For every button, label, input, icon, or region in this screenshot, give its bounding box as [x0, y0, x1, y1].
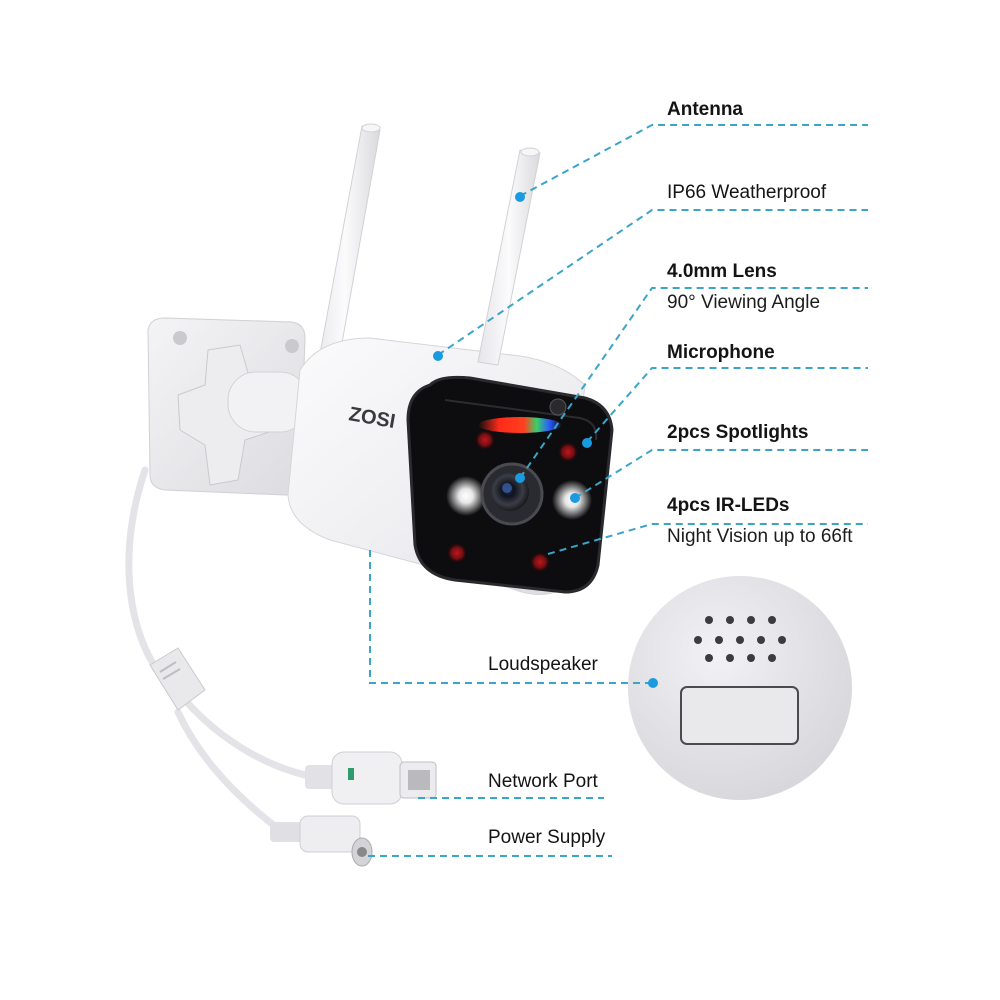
- antenna-right: [477, 147, 541, 366]
- callout-dot-lens: [515, 473, 525, 483]
- callout-dot-antenna: [515, 192, 525, 202]
- callout-dots: [433, 192, 658, 688]
- ir-led: [447, 543, 467, 563]
- label-ir-leds: 4pcs IR-LEDs: [667, 495, 790, 516]
- cable: [125, 466, 324, 834]
- callout-dot-microphone: [582, 438, 592, 448]
- callout-line-antenna: [519, 124, 868, 197]
- label-microphone: Microphone: [667, 342, 775, 363]
- ir-led: [475, 430, 495, 450]
- label-network-port: Network Port: [488, 771, 598, 792]
- callout-line-spotlights: [574, 449, 868, 499]
- microphone-hole: [549, 398, 567, 416]
- callout-dot-weatherproof: [433, 351, 443, 361]
- speaker-panel: [680, 686, 799, 745]
- callout-dot-loudspeaker: [648, 678, 658, 688]
- network-connector: [305, 751, 437, 805]
- ir-led: [530, 552, 550, 572]
- camera-front: [406, 375, 614, 594]
- callout-line-weatherproof: [437, 209, 868, 356]
- wall-mount: [147, 317, 309, 496]
- label-antenna: Antenna: [667, 99, 743, 120]
- label-weatherproof: IP66 Weatherproof: [667, 182, 827, 203]
- label-lens: 4.0mm Lens: [667, 261, 777, 282]
- label-power-supply: Power Supply: [488, 827, 606, 848]
- callout-lines: [368, 124, 868, 857]
- callout-line-lens: [519, 287, 868, 479]
- label-ir-leds-subtitle: Night Vision up to 66ft: [667, 526, 853, 547]
- speaker-grille: [694, 616, 786, 662]
- label-lens-subtitle: 90° Viewing Angle: [667, 292, 821, 313]
- callout-line-ir-leds: [547, 523, 868, 555]
- callout-line-microphone: [586, 367, 868, 443]
- callout-dot-spotlights: [570, 493, 580, 503]
- label-loudspeaker: Loudspeaker: [488, 654, 598, 675]
- label-spotlights: 2pcs Spotlights: [667, 422, 809, 443]
- ir-led: [558, 442, 578, 462]
- power-connector: [270, 815, 373, 867]
- callout-line-loudspeaker: [369, 550, 652, 684]
- speaker-detail: [628, 576, 852, 800]
- cable-splitter: [149, 647, 206, 711]
- spotlight: [446, 476, 486, 516]
- status-light: [478, 417, 562, 433]
